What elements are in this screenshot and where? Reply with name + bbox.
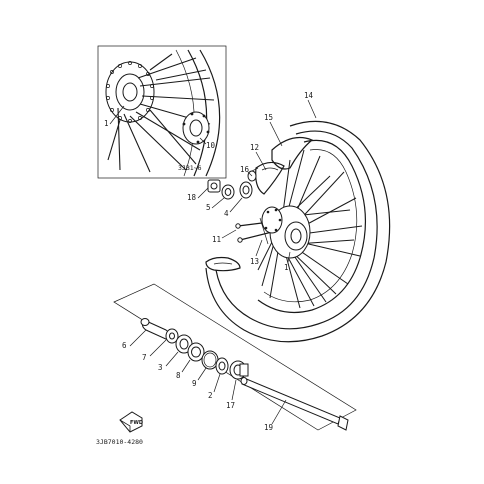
callout-16: 16 <box>240 165 250 174</box>
callout-19: 19 <box>264 423 273 432</box>
bearing-part-3 <box>175 334 193 354</box>
callout-4: 4 <box>224 209 229 218</box>
oil-seal-part-8 <box>187 342 205 362</box>
rim-band-part-12 <box>255 161 285 195</box>
inset-hub-flange <box>105 61 155 123</box>
axle-assembly: 6 7 3 8 9 2 17 19 <box>113 283 357 432</box>
fwd-arrow-icon: FWD <box>119 411 143 433</box>
inset-model-label: 3JB1~6 <box>178 164 202 172</box>
inset-disc-part-10 <box>182 111 210 145</box>
callout-2: 2 <box>208 391 213 400</box>
collar-part-7 <box>165 328 179 344</box>
inset-spokes <box>107 53 215 173</box>
callout-6: 6 <box>122 341 127 350</box>
spacer-part-6 <box>140 318 171 341</box>
callout-3: 3 <box>158 363 163 372</box>
spoke-set-part-11-13 <box>235 217 273 245</box>
collar-part-5 <box>221 184 235 200</box>
drawing-code: 3JB7010-4280 <box>96 438 143 446</box>
callout-9: 9 <box>192 379 197 388</box>
callout-8: 8 <box>176 371 181 380</box>
callout-18: 18 <box>187 193 197 202</box>
collar-part-2 <box>215 357 229 375</box>
callout-14: 14 <box>304 91 314 100</box>
hub-part-1 <box>261 205 311 259</box>
callout-15: 15 <box>264 113 273 122</box>
fwd-label: FWD <box>130 420 143 426</box>
bearing-part-4 <box>239 181 253 199</box>
main-wheel <box>205 120 391 343</box>
main-callouts: 14 15 12 16 18 5 4 11 13 1 <box>187 91 317 272</box>
axle-part-19 <box>240 377 349 431</box>
callout-17: 17 <box>226 401 235 410</box>
inset-detail-box: 1 10 3JB1~6 <box>97 45 227 179</box>
callout-7: 7 <box>142 353 147 362</box>
inset-callout-10: 10 <box>206 141 216 150</box>
tube-part-15 <box>271 137 314 170</box>
meter-clutch-part-17 <box>229 360 249 380</box>
callout-12: 12 <box>250 143 259 152</box>
inset-callout-1: 1 <box>104 119 109 128</box>
oil-seal-part-18 <box>207 179 221 193</box>
callout-13: 13 <box>250 257 259 266</box>
callout-11: 11 <box>212 235 221 244</box>
callout-1: 1 <box>284 263 289 272</box>
callout-5: 5 <box>206 203 211 212</box>
tire-part-14 <box>205 120 391 343</box>
